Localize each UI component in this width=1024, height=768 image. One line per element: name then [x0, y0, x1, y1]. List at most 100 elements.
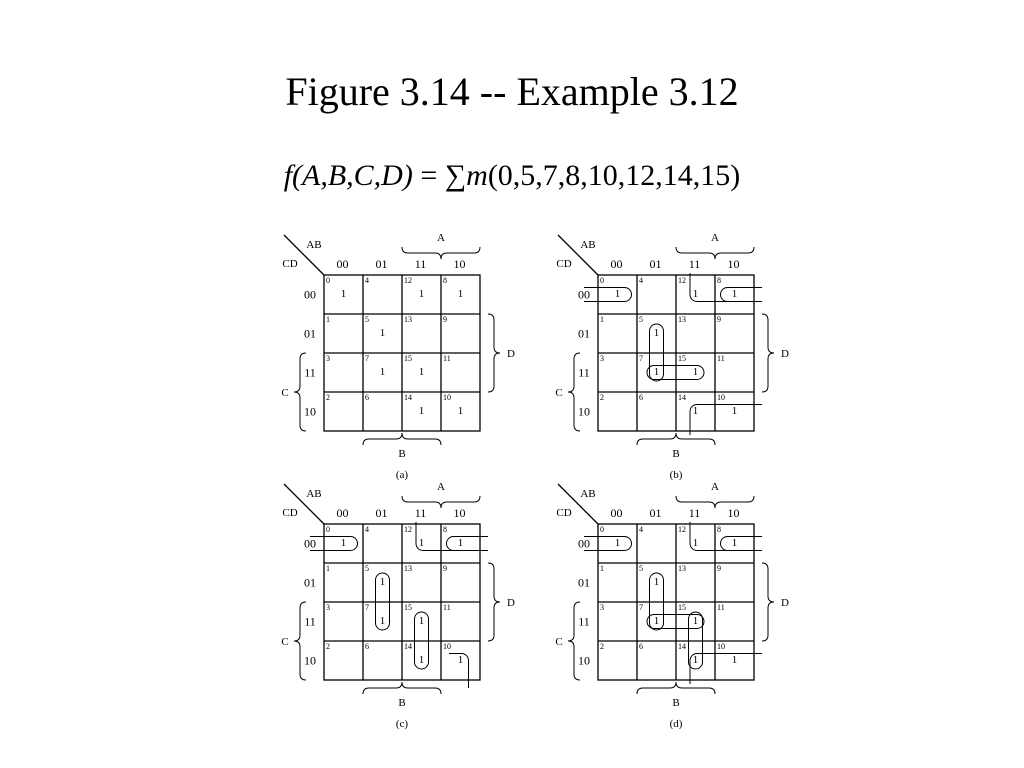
- kmap-column-header: 00: [611, 257, 623, 271]
- kmap-cell-one: 1: [732, 405, 738, 417]
- kmap-group-loop: [689, 404, 762, 435]
- kmap-brace-c-label: C: [555, 636, 562, 648]
- kmap-group-loop: [449, 653, 469, 688]
- kmap-cell-index: 11: [443, 603, 451, 612]
- kmap-cell-index: 4: [639, 525, 643, 534]
- kmap-cell-index: 5: [365, 564, 369, 573]
- kmap-cell-one: 1: [419, 615, 425, 627]
- minterm-list: (0,5,7,8,10,12,14,15): [487, 159, 741, 192]
- kmap-brace-a: [401, 246, 481, 260]
- kmap-cell-one: 1: [732, 537, 738, 549]
- kmap-cell-one: 1: [615, 537, 621, 549]
- kmap-brace-b-label: B: [398, 448, 405, 460]
- kmap-group-loop: [688, 611, 703, 670]
- kmap-row-header: 00: [304, 288, 316, 302]
- kmap-cell-one: 1: [732, 654, 738, 666]
- kmap-row-header: 01: [578, 576, 590, 590]
- kmap-cell-index: 9: [717, 315, 721, 324]
- kmap-cell-index: 5: [639, 315, 643, 324]
- kmap-cell-one: 1: [419, 288, 425, 300]
- kmap-cell-one: 1: [654, 366, 660, 378]
- kmap-cell-index: 11: [717, 354, 725, 363]
- kmap-corner-diagonal: [283, 483, 325, 525]
- kmap-cell-index: 5: [365, 315, 369, 324]
- kmap-cell-index: 12: [404, 525, 412, 534]
- kmap-cell-index: 15: [678, 354, 686, 363]
- kmap-cell-index: 3: [326, 603, 330, 612]
- kmap-cell-index: 14: [678, 642, 686, 651]
- kmap-caption: (b): [670, 469, 683, 481]
- kmap-cell-index: 2: [326, 642, 330, 651]
- kmap-row-header: 01: [578, 327, 590, 341]
- kmap-brace-b-label: B: [672, 448, 679, 460]
- kmap-brace-d: [487, 562, 501, 642]
- kmap-cell-index: 8: [717, 276, 721, 285]
- kmap-caption: (d): [670, 718, 683, 730]
- kmap-brace-c-label: C: [281, 387, 288, 399]
- function-equals: =: [412, 159, 445, 192]
- kmap-cell-one: 1: [693, 288, 699, 300]
- kmap-cell-index: 2: [600, 642, 604, 651]
- slide-title: Figure 3.14 -- Example 3.12: [285, 69, 739, 114]
- kmap-brace-c: [293, 601, 307, 681]
- kmap-column-header: 00: [611, 506, 623, 520]
- kmap-cell-index: 3: [600, 354, 604, 363]
- kmap-brace-b-label: B: [398, 697, 405, 709]
- kmap-group-loop: [415, 522, 488, 551]
- kmap-row-header: 00: [578, 288, 590, 302]
- kmap-column-variable-label: CD: [282, 507, 297, 519]
- kmap-row-header: 11: [304, 615, 316, 629]
- kmap-cell-index: 9: [443, 564, 447, 573]
- kmap-column-header: 11: [415, 257, 427, 271]
- kmap-group-loop: [720, 287, 762, 302]
- kmap-cell-index: 7: [639, 354, 643, 363]
- kmap-cell-one: 1: [419, 366, 425, 378]
- kmap-brace-c-label: C: [555, 387, 562, 399]
- kmap-group-loop: [646, 365, 705, 380]
- kmap-row-header: 01: [304, 576, 316, 590]
- kmap-group-loop: [689, 522, 762, 551]
- kmap-group-loop: [584, 536, 632, 551]
- kmap-column-header: 01: [650, 506, 662, 520]
- kmap-row-header: 10: [304, 405, 316, 419]
- kmap-cell-one: 1: [654, 615, 660, 627]
- kmap-column-header: 10: [454, 506, 466, 520]
- kmap-column-header: 11: [415, 506, 427, 520]
- kmap-cell-one: 1: [380, 327, 386, 339]
- kmap-cell-one: 1: [693, 615, 699, 627]
- sigma-symbol: ∑: [444, 159, 467, 192]
- kmap-cell-one: 1: [341, 537, 347, 549]
- kmap-cell-one: 1: [380, 366, 386, 378]
- kmap-cell-index: 7: [365, 354, 369, 363]
- kmap-corner-diagonal: [283, 234, 325, 276]
- kmap-cell-index: 6: [365, 393, 369, 402]
- kmap-cell-one: 1: [654, 576, 660, 588]
- kmap-group-loop: [689, 273, 762, 302]
- kmap-column-header: 01: [376, 506, 388, 520]
- kmap-cell-index: 8: [443, 276, 447, 285]
- kmap-cell-one: 1: [380, 615, 386, 627]
- kmap-column-header: 10: [454, 257, 466, 271]
- kmap-brace-d: [761, 313, 775, 393]
- kmap-cell-one: 1: [341, 288, 347, 300]
- kmap-group-loop: [310, 536, 358, 551]
- kmap-column-header: 10: [728, 506, 740, 520]
- kmap-cell-index: 14: [678, 393, 686, 402]
- kmap-cell-index: 0: [326, 276, 330, 285]
- kmap-group-loop: [375, 572, 390, 631]
- kmap-cell-one: 1: [458, 288, 464, 300]
- kmap-cell-one: 1: [419, 654, 425, 666]
- minterm-symbol: m: [466, 159, 488, 192]
- kmap-column-variable-label: CD: [556, 507, 571, 519]
- kmap-cell-index: 4: [365, 276, 369, 285]
- kmap-cell-one: 1: [419, 405, 425, 417]
- kmap-cell-index: 4: [639, 276, 643, 285]
- kmap-brace-b: [362, 432, 442, 446]
- kmap-brace-a-label: A: [711, 481, 719, 493]
- kmap-cell-index: 5: [639, 564, 643, 573]
- kmap-brace-d: [487, 313, 501, 393]
- kmap-cell-index: 10: [443, 642, 451, 651]
